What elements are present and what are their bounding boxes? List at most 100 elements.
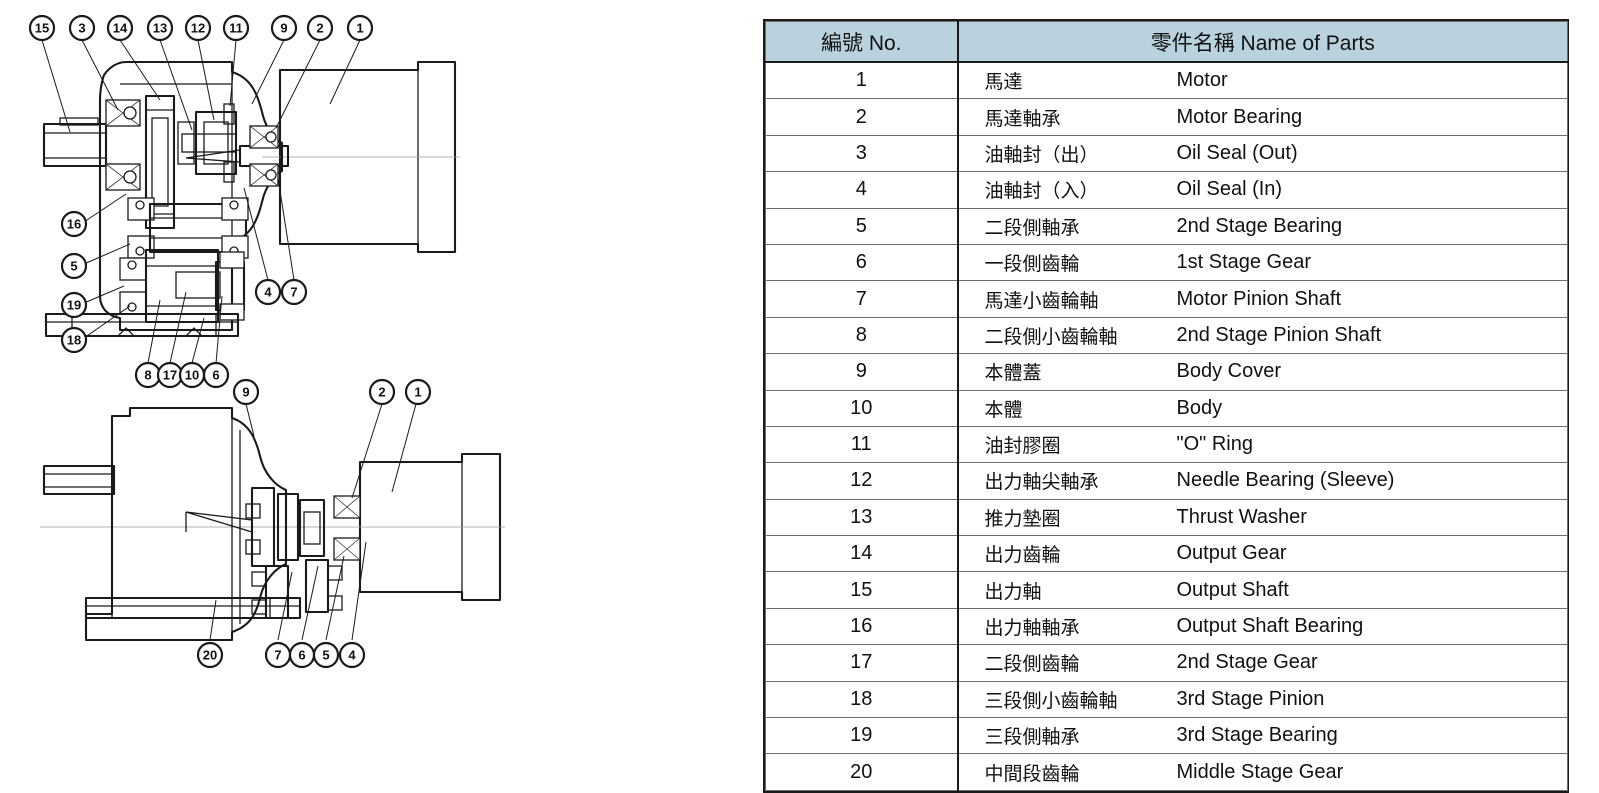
- callout-5[interactable]: 5: [60, 252, 88, 280]
- gearbox-housing-side: [84, 406, 288, 642]
- o-ring: [223, 103, 235, 183]
- part-name-zh: 出力齒輪: [984, 545, 1061, 567]
- part-number-cell: 14: [765, 535, 959, 573]
- callout-8[interactable]: 8: [134, 361, 162, 389]
- callout-label: 2: [316, 21, 323, 36]
- callout-side-5[interactable]: 5: [312, 641, 340, 669]
- callout-6[interactable]: 6: [202, 361, 230, 389]
- part-name-en: 3rd Stage Pinion: [1176, 687, 1325, 710]
- callout-side-2[interactable]: 2: [368, 378, 396, 406]
- column-header-no: 編號 No.: [765, 21, 959, 63]
- thrust-washer-needle-bearing: [177, 110, 238, 176]
- callout-side-20[interactable]: 20: [196, 641, 224, 669]
- input-shaft-side: [42, 464, 116, 496]
- part-name-en: Output Shaft: [1176, 578, 1289, 601]
- part-name-en: Oil Seal (Out): [1176, 141, 1298, 164]
- part-name-en: 2nd Stage Gear: [1176, 651, 1318, 674]
- part-name-wrapper: 三段側軸承 3rd Stage Bearing: [959, 718, 1568, 753]
- callout-7[interactable]: 7: [280, 278, 308, 306]
- callout-side-4[interactable]: 4: [338, 641, 366, 669]
- callout-10[interactable]: 10: [178, 361, 206, 389]
- part-name-wrapper: 油軸封（出） Oil Seal (Out): [959, 136, 1568, 171]
- leader-lines-left: [83, 193, 131, 339]
- callout-label: 7: [274, 648, 281, 663]
- callout-18[interactable]: 18: [60, 326, 88, 354]
- callout-16[interactable]: 16: [60, 210, 88, 238]
- part-name-en: 2nd Stage Pinion Shaft: [1176, 323, 1382, 346]
- part-name-en: 3rd Stage Bearing: [1176, 724, 1338, 747]
- part-name-zh: 油軸封（出）: [984, 144, 1099, 166]
- part-name-zh: 馬達: [984, 72, 1023, 94]
- callout-side-6[interactable]: 6: [288, 641, 316, 669]
- part-name-zh: 出力軸: [984, 581, 1042, 603]
- leader-lines-right: [243, 177, 295, 281]
- part-number-cell: 6: [765, 243, 959, 282]
- callout-4[interactable]: 4: [254, 278, 282, 306]
- callout-1[interactable]: 1: [346, 14, 374, 42]
- callout-11[interactable]: 11: [222, 14, 250, 42]
- callout-9[interactable]: 9: [270, 14, 298, 42]
- part-name-en: Body Cover: [1176, 360, 1282, 383]
- part-name-en: Needle Bearing (Sleeve): [1176, 469, 1395, 492]
- callout-label: 12: [191, 21, 205, 36]
- part-name-zh: 三段側軸承: [984, 727, 1080, 749]
- callout-label: 9: [242, 385, 249, 400]
- callout-side-1[interactable]: 1: [404, 378, 432, 406]
- callout-label: 4: [264, 285, 272, 300]
- callout-14[interactable]: 14: [106, 14, 134, 42]
- part-number-cell: 11: [765, 425, 959, 464]
- callout-label: 1: [356, 21, 363, 36]
- part-name-en: Body: [1176, 396, 1223, 419]
- leader-lines-bottom: [147, 291, 223, 364]
- callout-label: 17: [163, 368, 177, 383]
- callout-label: 6: [298, 648, 305, 663]
- callout-side-9[interactable]: 9: [232, 378, 260, 406]
- callout-17[interactable]: 17: [156, 361, 184, 389]
- callout-label: 4: [348, 648, 356, 663]
- callout-3[interactable]: 3: [68, 14, 96, 42]
- part-number-cell: 4: [765, 171, 959, 209]
- callout-2[interactable]: 2: [306, 14, 334, 42]
- part-name-en: Output Gear: [1176, 542, 1287, 565]
- part-name-cell: 出力齒輪 Output Gear: [957, 535, 1568, 573]
- part-name-wrapper: 出力齒輪 Output Gear: [959, 536, 1568, 571]
- callout-12[interactable]: 12: [184, 14, 212, 42]
- part-name-zh: 一段側齒輪: [984, 254, 1080, 276]
- part-name-zh: 二段側小齒輪軸: [984, 326, 1118, 348]
- callout-group-top-view-top: 15 3 14 13 12 11 9 2 1: [28, 14, 374, 42]
- part-name-zh: 油封膠圈: [984, 436, 1061, 458]
- part-name-cell: 三段側軸承 3rd Stage Bearing: [957, 717, 1568, 755]
- part-name-zh: 推力墊圈: [984, 508, 1061, 530]
- callout-15[interactable]: 15: [28, 14, 56, 42]
- callout-19[interactable]: 19: [60, 291, 88, 319]
- part-number-cell: 13: [765, 498, 959, 537]
- part-name-en: 1st Stage Gear: [1176, 251, 1312, 274]
- part-number-cell: 17: [765, 644, 959, 682]
- third-stage-assembly: [119, 248, 246, 324]
- callout-side-7[interactable]: 7: [264, 641, 292, 669]
- callout-13[interactable]: 13: [146, 14, 174, 42]
- callout-label: 19: [67, 298, 81, 313]
